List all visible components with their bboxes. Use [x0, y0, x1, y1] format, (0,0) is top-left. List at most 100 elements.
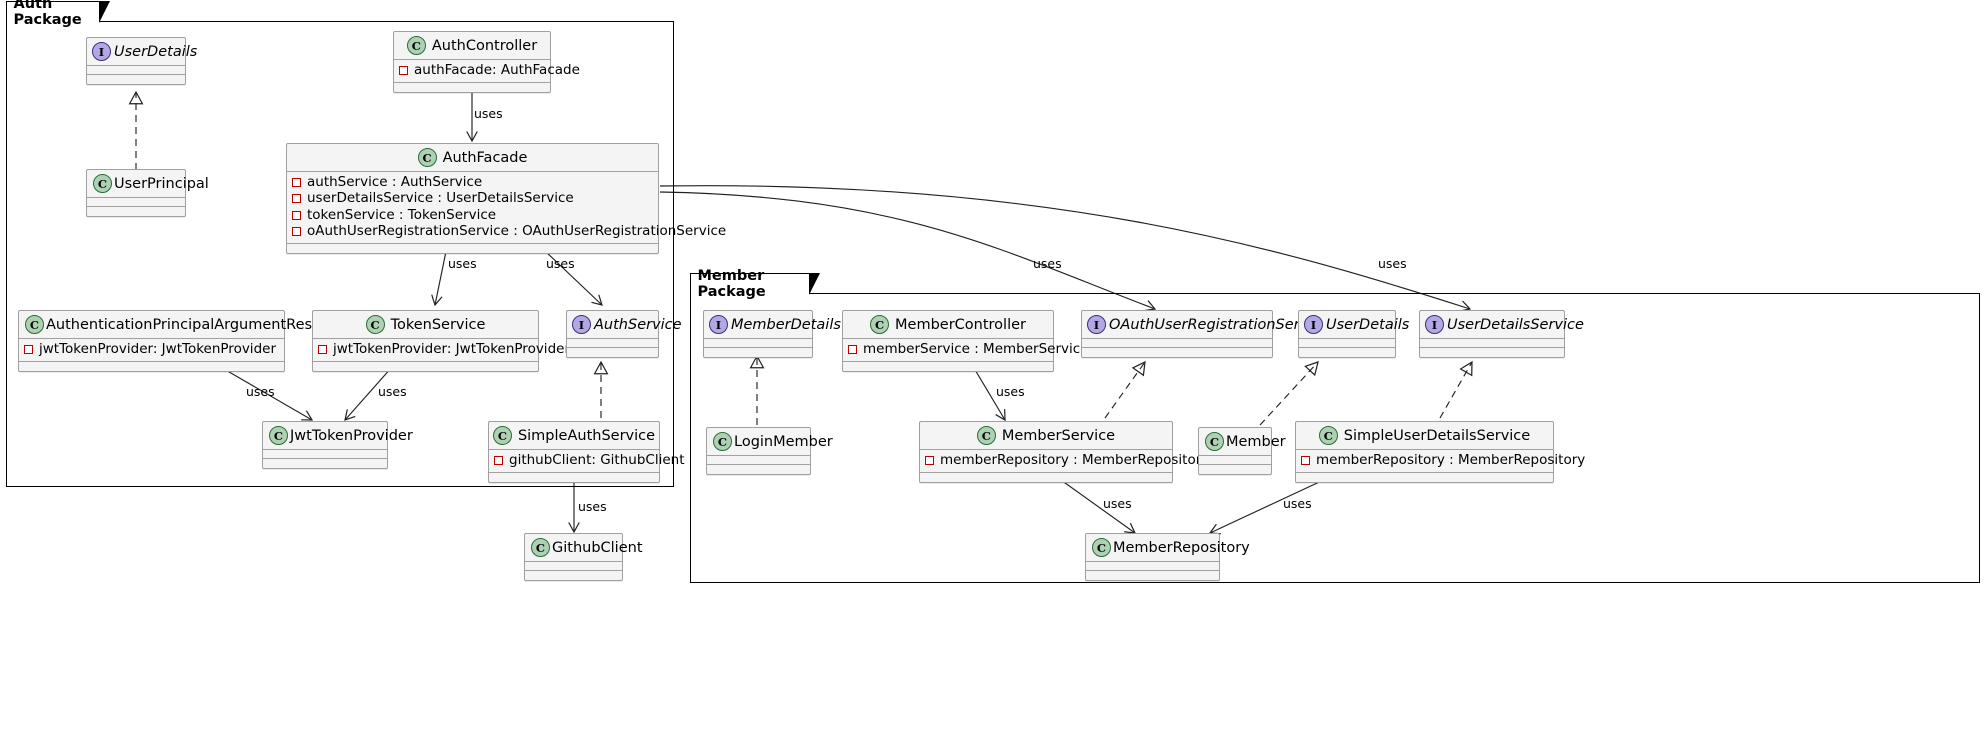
class-badge-icon: C	[93, 174, 112, 193]
class-badge-icon: C	[976, 426, 996, 445]
class-badge-icon: C	[365, 315, 385, 334]
attribute-row: oAuthUserRegistrationService : OAuthUser…	[292, 223, 726, 241]
node-label: UserDetails	[114, 43, 198, 60]
node-membercontroller-attributes: memberService : MemberService	[843, 339, 1088, 361]
node-memberdetails[interactable]: I MemberDetails	[703, 310, 841, 358]
node-tokenservice-attributes: jwtTokenProvider: JwtTokenProvider	[313, 339, 570, 361]
attribute-row: userDetailsService : UserDetailsService	[292, 190, 654, 208]
node-label: AuthService	[594, 316, 682, 333]
node-userdetails-member[interactable]: I UserDetails	[1298, 310, 1409, 358]
node-memberservice-attributes: memberRepository : MemberRepository	[920, 450, 1209, 472]
node-authenticationprincipalargumentresolver[interactable]: C AuthenticationPrincipalArgumentResolve…	[18, 310, 348, 372]
attribute-row: memberRepository : MemberRepository	[1301, 452, 1585, 469]
node-simpleauthservice[interactable]: C SimpleAuthService githubClient: Github…	[488, 421, 685, 483]
node-authservice-title: I AuthService	[567, 311, 682, 338]
private-visibility-icon	[292, 227, 301, 237]
class-badge-icon: C	[531, 538, 550, 557]
edge-label-membercontroller-memberservice: uses	[996, 384, 1025, 399]
private-visibility-icon	[318, 344, 327, 354]
node-userdetails-member-title: I UserDetails	[1299, 311, 1409, 338]
private-visibility-icon	[292, 210, 301, 220]
attribute-row: tokenService : TokenService	[292, 207, 654, 224]
node-userprincipal[interactable]: C UserPrincipal	[86, 169, 209, 217]
attribute-label: authService : AuthService	[307, 173, 483, 190]
class-badge-icon: C	[25, 315, 44, 334]
node-member[interactable]: C Member	[1198, 427, 1286, 475]
edge-label-simpleauthservice-githubclient: uses	[578, 499, 607, 514]
node-oauthuserregistrationservice[interactable]: I OAuthUserRegistrationService	[1081, 310, 1329, 358]
attribute-label: jwtTokenProvider: JwtTokenProvider	[333, 340, 570, 357]
node-memberservice-title: C MemberService	[920, 422, 1172, 449]
edge-label-tokenservice-jwttokenprovider: uses	[378, 384, 407, 399]
attribute-label: memberService : MemberService	[863, 340, 1089, 357]
node-authservice[interactable]: I AuthService	[566, 310, 682, 358]
node-label: OAuthUserRegistrationService	[1109, 316, 1330, 333]
package-auth: Auth Package	[5, 0, 674, 487]
node-jwttokenprovider-title: C JwtTokenProvider	[263, 422, 413, 449]
node-label: SimpleAuthService	[517, 427, 656, 444]
edge-label-authfacade-authservice: uses	[546, 256, 575, 271]
node-githubclient[interactable]: C GithubClient	[524, 533, 643, 581]
node-memberrepository[interactable]: C MemberRepository	[1085, 533, 1250, 581]
node-userprincipal-title: C UserPrincipal	[87, 170, 209, 197]
package-member-label: Member Package	[697, 268, 766, 300]
edge-label-simpleuds-memberrepository: uses	[1283, 496, 1312, 511]
attribute-row: authFacade: AuthFacade	[399, 62, 580, 79]
attribute-row: jwtTokenProvider: JwtTokenProvider	[318, 341, 570, 358]
interface-badge-icon: I	[1087, 315, 1106, 334]
node-label: JwtTokenProvider	[290, 427, 413, 444]
node-userdetails-auth-title: I UserDetails	[87, 38, 197, 65]
node-oauthuserregistrationservice-title: I OAuthUserRegistrationService	[1082, 311, 1329, 338]
node-simpleuserdetailsservice[interactable]: C SimpleUserDetailsService memberReposit…	[1295, 421, 1585, 483]
node-userdetails-auth[interactable]: I UserDetails	[86, 37, 197, 85]
node-label: AuthController	[431, 37, 538, 54]
node-authcontroller[interactable]: C AuthController authFacade: AuthFacade	[393, 31, 580, 93]
class-badge-icon: C	[870, 315, 890, 334]
private-visibility-icon	[292, 177, 301, 187]
edge-label-authfacade-tokenservice: uses	[448, 256, 477, 271]
package-auth-tab: Auth Package	[5, 0, 110, 28]
node-authfacade-title: C AuthFacade	[287, 144, 658, 171]
node-label: UserDetails	[1326, 316, 1410, 333]
node-memberservice[interactable]: C MemberService memberRepository : Membe…	[919, 421, 1209, 483]
attribute-label: jwtTokenProvider: JwtTokenProvider	[39, 340, 276, 357]
node-label: MemberRepository	[1113, 539, 1250, 556]
attribute-row: jwtTokenProvider: JwtTokenProvider	[24, 341, 280, 358]
class-badge-icon: C	[1318, 426, 1338, 445]
node-label: AuthFacade	[442, 149, 528, 166]
node-githubclient-title: C GithubClient	[525, 534, 643, 561]
class-badge-icon: C	[1092, 538, 1111, 557]
node-authfacade[interactable]: C AuthFacade authService : AuthService u…	[286, 143, 726, 254]
node-memberrepository-title: C MemberRepository	[1086, 534, 1250, 561]
node-apar-title: C AuthenticationPrincipalArgumentResolve…	[19, 311, 348, 338]
node-label: SimpleUserDetailsService	[1343, 427, 1531, 444]
interface-badge-icon: I	[709, 315, 728, 334]
node-authcontroller-title: C AuthController	[394, 32, 550, 59]
attribute-row: githubClient: GithubClient	[494, 452, 685, 469]
node-simpleuserdetailsservice-title: C SimpleUserDetailsService	[1296, 422, 1553, 449]
private-visibility-icon	[848, 344, 857, 354]
class-badge-icon: C	[492, 426, 512, 445]
node-membercontroller[interactable]: C MemberController memberService : Membe…	[842, 310, 1088, 372]
node-member-title: C Member	[1199, 428, 1286, 455]
interface-badge-icon: I	[572, 315, 591, 334]
private-visibility-icon	[292, 194, 301, 204]
node-loginmember[interactable]: C LoginMember	[706, 427, 833, 475]
attribute-label: tokenService : TokenService	[307, 206, 497, 223]
attribute-label: oAuthUserRegistrationService : OAuthUser…	[307, 223, 727, 239]
interface-badge-icon: I	[92, 42, 111, 61]
class-badge-icon: C	[713, 432, 732, 451]
node-apar-attributes: jwtTokenProvider: JwtTokenProvider	[19, 339, 284, 361]
package-auth-label: Auth Package	[13, 0, 82, 28]
node-jwttokenprovider[interactable]: C JwtTokenProvider	[262, 421, 413, 469]
node-simpleuserdetailsservice-attributes: memberRepository : MemberRepository	[1296, 450, 1585, 472]
node-label: TokenService	[390, 316, 486, 333]
node-userdetailsservice[interactable]: I UserDetailsService	[1419, 310, 1584, 358]
private-visibility-icon	[24, 344, 33, 354]
edge-label-authcontroller-authfacade: uses	[474, 106, 503, 121]
node-label: AuthenticationPrincipalArgumentResolver	[46, 316, 349, 333]
class-badge-icon: C	[417, 148, 437, 167]
node-tokenservice[interactable]: C TokenService jwtTokenProvider: JwtToke…	[312, 310, 570, 372]
private-visibility-icon	[925, 455, 934, 465]
